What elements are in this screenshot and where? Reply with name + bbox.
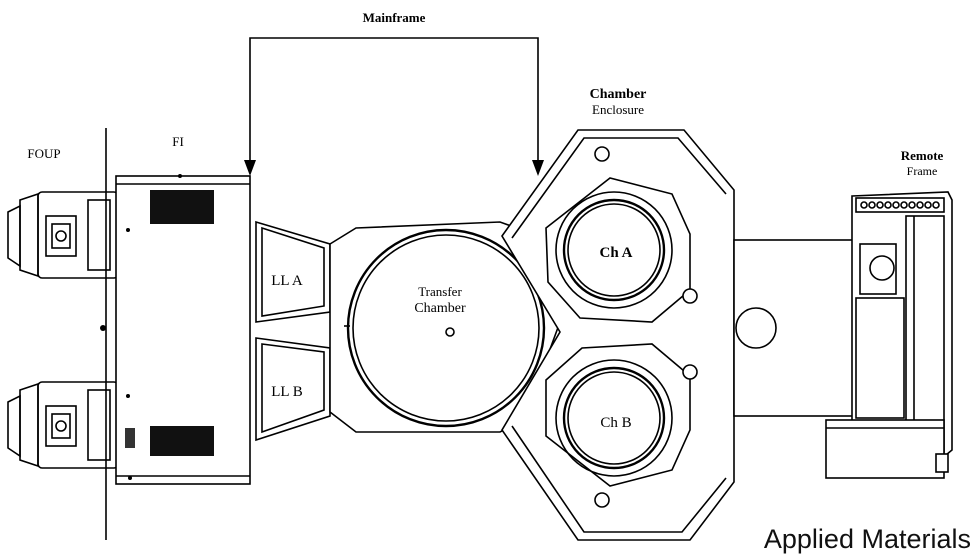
foup-label: FOUP: [27, 146, 60, 161]
transfer-label-line1: Transfer: [418, 284, 462, 299]
transfer-chamber: [329, 221, 561, 433]
ch-a-label: Ch A: [600, 245, 633, 261]
chamber-enclosure: [501, 129, 735, 541]
ll-b-label: LL B: [271, 384, 303, 400]
transfer-label-line2: Chamber: [414, 301, 466, 316]
remote-frame-label-line1: Remote: [901, 148, 944, 163]
chamber-a: [545, 146, 698, 323]
chamber-b: [545, 343, 698, 508]
mainframe-label: Mainframe: [363, 10, 426, 25]
remote-frame-vents: [860, 201, 940, 209]
connector-section: [733, 239, 861, 417]
foup-handle: [100, 325, 106, 331]
load-lock-a: [255, 220, 331, 323]
mainframe-bracket: [244, 37, 544, 176]
ch-b-label: Ch B: [600, 415, 631, 431]
foup-bottom: [7, 381, 119, 469]
ll-a-label: LL A: [271, 273, 303, 289]
remote-frame-label-line2: Frame: [907, 164, 938, 178]
foup-top: [7, 191, 119, 279]
load-lock-b: [255, 337, 331, 442]
chamber-enclosure-label-line2: Enclosure: [592, 102, 644, 117]
chamber-enclosure-label-line1: Chamber: [590, 87, 647, 102]
remote-frame: [825, 191, 953, 479]
factory-interface: [115, 174, 251, 485]
fi-label: FI: [172, 134, 184, 149]
applied-materials-credit: Applied Materials: [764, 524, 971, 554]
